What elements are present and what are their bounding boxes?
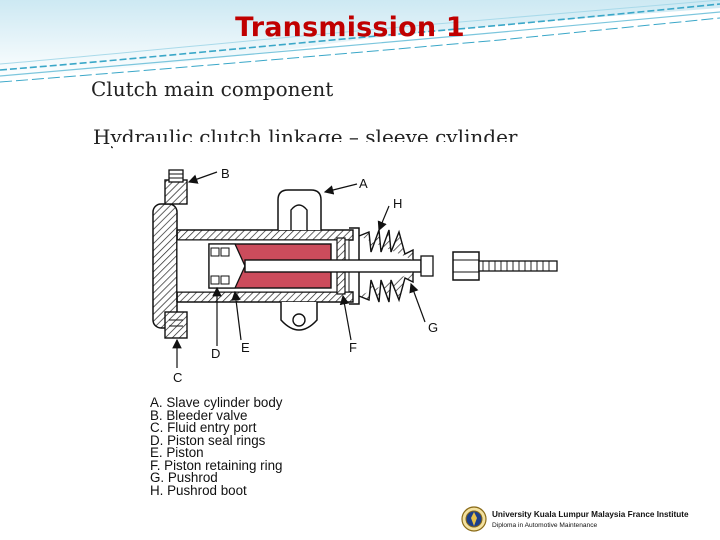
footer-logo-block: University Kuala Lumpur Malaysia France …: [461, 504, 711, 536]
piston-seal-rings: [210, 247, 230, 285]
university-seal-icon: [461, 506, 487, 532]
callout-e: E: [241, 340, 250, 355]
pushrod: [244, 251, 558, 281]
legend-item-d: D. Piston seal rings: [150, 432, 266, 448]
slave-cylinder-diagram: B A H G D E F C: [113, 142, 588, 502]
institution-name: University Kuala Lumpur Malaysia France …: [492, 510, 689, 519]
callout-g: G: [428, 320, 438, 335]
pushrod-boot: [358, 229, 414, 303]
parts-legend: A. Slave cylinder body B. Bleeder valve …: [150, 395, 283, 498]
legend-item-a: A. Slave cylinder body: [150, 395, 283, 410]
fluid-entry-port: [164, 311, 188, 339]
legend-item-f: F. Piston retaining ring: [150, 457, 283, 473]
legend-item-g: G. Pushrod: [150, 470, 218, 485]
callout-f: F: [349, 340, 357, 355]
mounting-ear-top: [277, 189, 322, 230]
callout-leaders: [172, 171, 426, 368]
legend-item-c: C. Fluid entry port: [150, 420, 257, 435]
mounting-ear-bottom: [280, 302, 318, 331]
callout-h: H: [393, 196, 402, 211]
callout-c: C: [173, 370, 182, 385]
legend-item-e: E. Piston: [150, 445, 204, 460]
legend-item-h: H. Pushrod boot: [150, 482, 247, 498]
program-name: Diploma in Automotive Maintenance: [492, 522, 598, 529]
legend-item-b: B. Bleeder valve: [150, 407, 248, 423]
callout-b: B: [221, 166, 230, 181]
callout-a: A: [359, 176, 368, 191]
slide-title: Transmission 1: [235, 12, 465, 43]
slide-subtitle: Clutch main component: [91, 77, 334, 101]
callout-d: D: [211, 346, 220, 361]
bleeder-valve: [164, 169, 188, 205]
